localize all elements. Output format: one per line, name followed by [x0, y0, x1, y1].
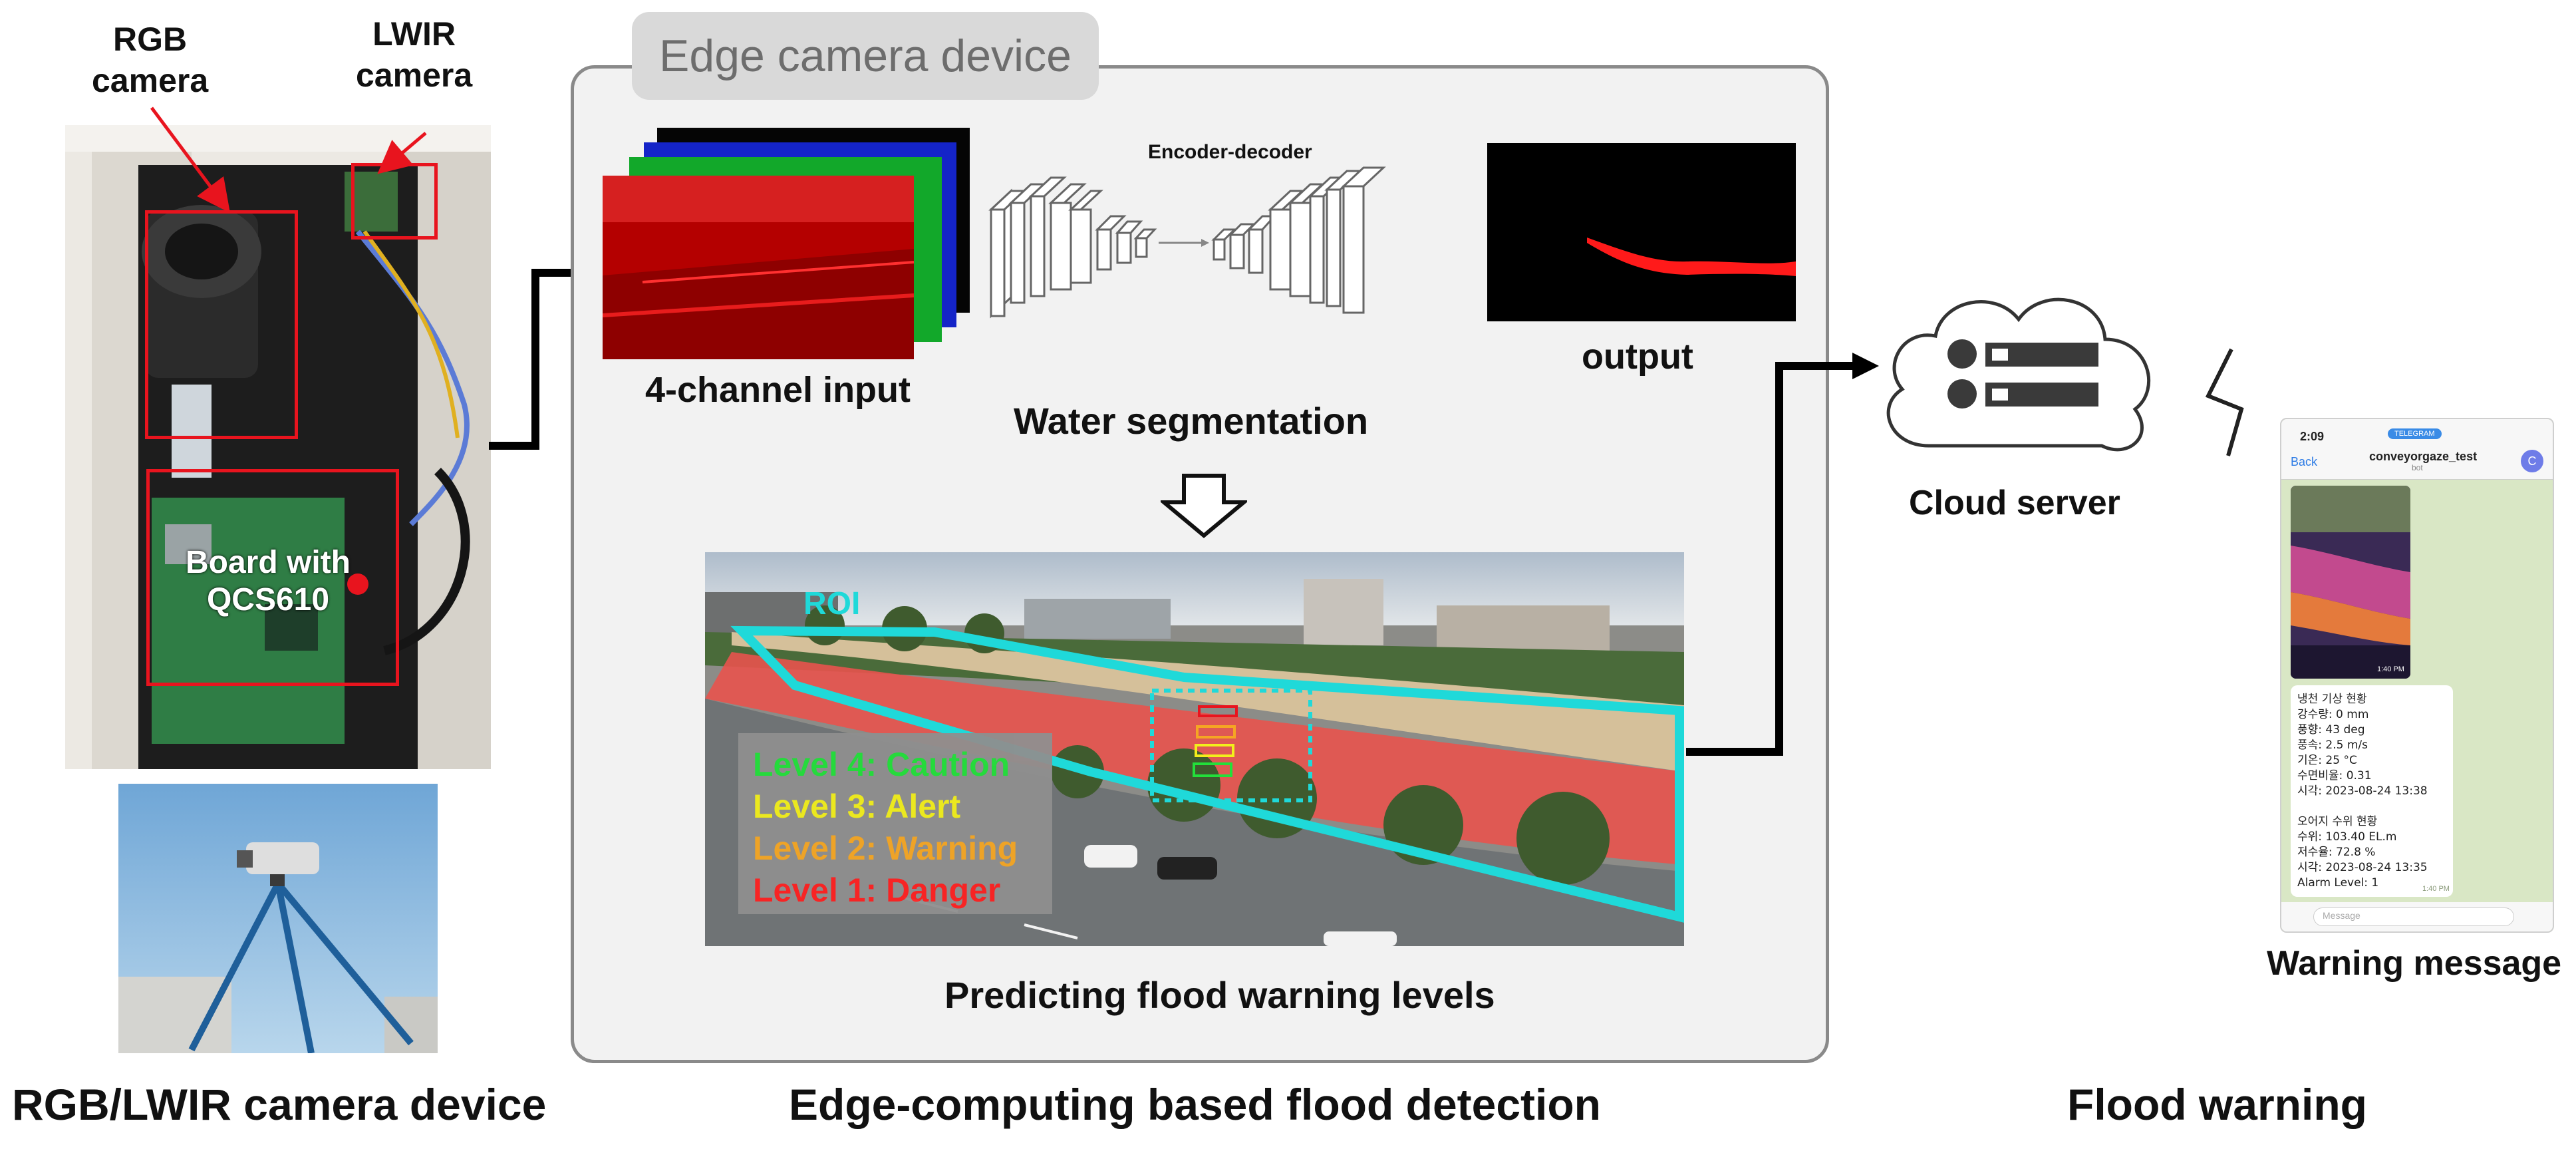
- message-line: 시각: 2023-08-24 13:35: [2297, 861, 2428, 874]
- mounted-camera-drawing: [118, 784, 438, 1053]
- board-box: [146, 469, 399, 686]
- output-label: output: [1582, 337, 1693, 377]
- message-input[interactable]: [2313, 907, 2514, 926]
- alert-message-bubble: [2291, 685, 2453, 897]
- message-line: 저수율: 72.8 %: [2297, 846, 2376, 859]
- message-line: 수면비율: 0.31: [2297, 769, 2372, 782]
- message-line: 오어지 수위 현황: [2297, 815, 2378, 828]
- mounted-camera-photo: [118, 784, 438, 1053]
- output-mask-image: [1487, 143, 1796, 321]
- water-mask-drawing: [1587, 238, 1796, 276]
- image-timestamp: 1:40 PM: [2377, 665, 2404, 673]
- message-line: Alarm Level: 1: [2297, 876, 2379, 890]
- message-line: [2297, 799, 2453, 814]
- thermal-image-message: 1:40 PM: [2291, 486, 2410, 679]
- encoder-decoder-diagram: [988, 166, 1386, 319]
- edge-device-title: Edge camera device: [632, 12, 1099, 100]
- chat-avatar: C: [2521, 450, 2543, 472]
- warning-levels-legend: Level 4: Caution Level 3: Alert Level 2:…: [738, 733, 1052, 914]
- message-line: 수위: 103.40 EL.m: [2297, 830, 2397, 844]
- level-2-warning: Level 2: Warning: [753, 830, 1018, 867]
- red-channel-image: [602, 176, 915, 359]
- message-line: 풍향: 43 deg: [2297, 723, 2365, 737]
- input-label: 4-channel input: [645, 370, 911, 410]
- telegram-badge: TELEGRAM: [2388, 428, 2442, 439]
- message-line: 시각: 2023-08-24 13:38: [2297, 784, 2428, 798]
- warning-message-label: Warning message: [2267, 944, 2562, 983]
- message-line: 기온: 25 °C: [2297, 754, 2357, 767]
- right-section-caption: Flood warning: [2067, 1080, 2367, 1129]
- left-section-caption: RGB/LWIR camera device: [12, 1080, 547, 1129]
- chat-name: conveyorgaze_test: [2369, 450, 2478, 463]
- camera-pointer-arrows: [150, 106, 427, 214]
- message-line: 강수량: 0 mm: [2297, 708, 2369, 721]
- segmentation-label: Water segmentation: [1014, 400, 1369, 442]
- phone-screenshot: 2:09 TELEGRAM Back conveyorgaze_test bot…: [2280, 418, 2554, 933]
- cloud-server-icon: [1886, 297, 2151, 452]
- cloud-server-label: Cloud server: [1909, 484, 2120, 522]
- message-line: 풍속: 2.5 m/s: [2297, 739, 2368, 752]
- prediction-label: Predicting flood warning levels: [944, 974, 1495, 1016]
- level-4-caution: Level 4: Caution: [753, 746, 1010, 783]
- channel-red: [602, 176, 915, 359]
- lwir-camera-label: LWIR camera: [356, 15, 473, 94]
- rgb-camera-label: RGB camera: [92, 21, 209, 99]
- down-arrow-icon: [1161, 474, 1247, 538]
- message-timestamp: 1:40 PM: [2422, 885, 2450, 893]
- level-3-alert: Level 3: Alert: [753, 788, 961, 825]
- roi-label: ROI: [803, 586, 861, 621]
- thermal-image-drawing: [2291, 486, 2410, 679]
- camera-housing-drawing: [65, 125, 491, 769]
- message-input-placeholder: Message: [2323, 910, 2361, 921]
- board-label: Board with QCS610: [186, 545, 351, 617]
- message-line: 냉천 기상 현황: [2297, 693, 2367, 706]
- flood-scene-photo: ROI Level 4: Caution Level 3: Alert Leve…: [705, 552, 1684, 946]
- cloud-flow-arrow: [1686, 353, 1879, 756]
- phone-time: 2:09: [2300, 430, 2325, 443]
- lightning-icon: [2205, 348, 2244, 456]
- chat-subtitle: bot: [2412, 463, 2423, 472]
- back-link[interactable]: Back: [2291, 455, 2318, 468]
- camera-housing-photo: Board with QCS610: [65, 125, 491, 769]
- encoder-decoder-label: Encoder-decoder: [1148, 141, 1312, 163]
- level-1-danger: Level 1: Danger: [753, 872, 1001, 909]
- middle-section-caption: Edge-computing based flood detection: [789, 1080, 1601, 1129]
